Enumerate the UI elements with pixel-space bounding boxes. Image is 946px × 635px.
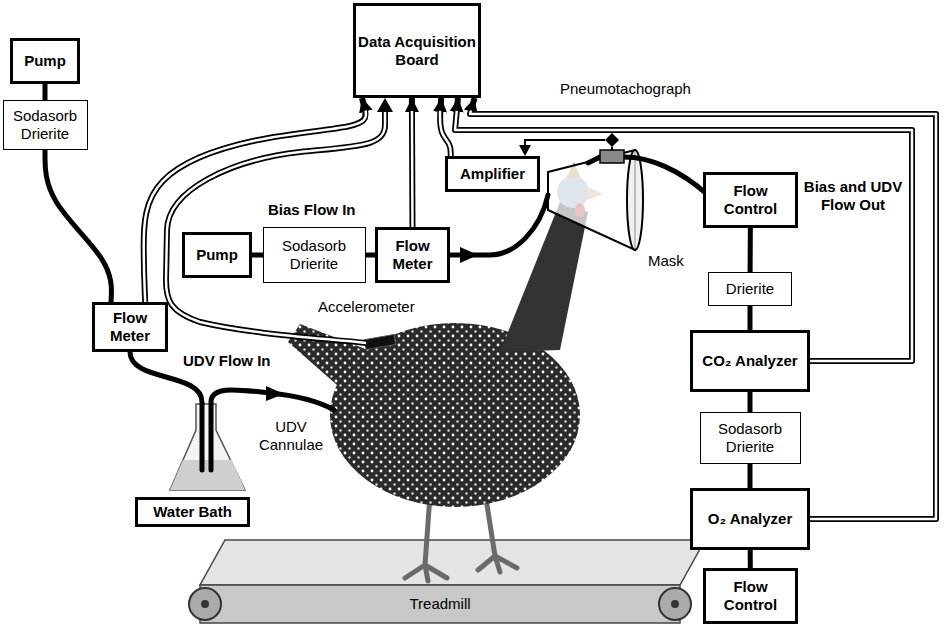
equipment-box: O₂ Analyzer: [690, 488, 810, 550]
box-text: Flow Meter: [378, 237, 447, 273]
equipment-box: Flow Meter: [92, 302, 168, 352]
gas-tube: [366, 255, 376, 256]
equipment-box: Data Acquisition Board: [353, 3, 481, 98]
tube-line: [748, 550, 753, 568]
wire-outline: [455, 98, 912, 361]
equipment-box: Flow Control: [703, 172, 798, 228]
pressure-transducer: [605, 133, 619, 147]
gas-tube: [750, 228, 751, 272]
tube-line: [252, 253, 263, 258]
annotation-label: Bias and UDV Flow Out: [798, 178, 908, 214]
equipment-box: Pump: [182, 232, 252, 278]
equipment-box: Water Bath: [135, 497, 250, 527]
box-text: Flow Meter: [95, 309, 165, 345]
wire-core: [144, 110, 366, 302]
tube-line: [748, 464, 753, 488]
wire-outline: [144, 98, 366, 302]
tubing: [130, 157, 708, 470]
signal-arrow: [519, 145, 531, 156]
annotation-label: UDV Cannulae: [250, 418, 332, 454]
signal-wire: [440, 98, 451, 156]
gas-tube: [750, 550, 751, 568]
tube-line: [748, 228, 753, 272]
equipment-box: Amplifier: [445, 156, 540, 192]
flask: [170, 404, 245, 490]
annotation-label: Bias Flow In: [268, 201, 356, 219]
box-text: Pump: [24, 52, 66, 70]
gas-tube: [45, 150, 111, 302]
guinea-fowl: [288, 162, 603, 581]
wire-outline: [440, 98, 451, 156]
tube-line: [748, 306, 753, 330]
equipment-box: Sodasorb Drierite: [3, 100, 88, 150]
box-text: Flow Control: [706, 182, 795, 218]
tube-line: [45, 150, 111, 302]
box-text: Water Bath: [153, 503, 232, 521]
box-text: Drierite: [726, 280, 774, 298]
gas-tube: [750, 306, 751, 330]
box-text: O₂ Analyzer: [708, 510, 792, 528]
wire-outline: [409, 98, 416, 227]
tube-line: [748, 392, 753, 412]
tube-line: [43, 84, 48, 100]
box-text: Sodasorb Drierite: [701, 420, 800, 456]
annotation-label: Pneumotachograph: [560, 80, 691, 98]
signal-wire: [411, 98, 413, 227]
annotation-label: Mask: [648, 252, 684, 270]
box-text: Data Acquisition Board: [356, 33, 478, 69]
equipment-box: Sodasorb Drierite: [700, 412, 801, 464]
annotation-label: UDV Flow In: [183, 352, 271, 370]
respiratory-mask: [548, 150, 643, 250]
signal-wire: [455, 98, 912, 361]
gas-tube: [750, 464, 751, 488]
box-text: CO₂ Analyzer: [702, 352, 797, 370]
box-text: Sodasorb Drierite: [264, 237, 365, 273]
accelerometer-device: [364, 334, 395, 349]
wire-core: [440, 111, 451, 156]
flow-arrow: [460, 247, 478, 263]
treadmill: [189, 540, 705, 623]
pneumotach-device: [600, 150, 624, 163]
wire-core: [411, 111, 414, 227]
equipment-box: Pump: [10, 38, 80, 84]
wire-core: [455, 111, 912, 361]
box-text: Flow Control: [706, 578, 795, 614]
signal-line: [525, 140, 605, 147]
annotation-label: Accelerometer: [318, 298, 415, 316]
equipment-box: Flow Control: [703, 568, 798, 624]
gas-tube: [45, 84, 46, 100]
equipment-box: Flow Meter: [375, 227, 450, 283]
equipment-box: Drierite: [708, 272, 792, 306]
box-text: Sodasorb Drierite: [4, 107, 87, 143]
tube-line: [366, 253, 376, 258]
gas-tube: [252, 255, 263, 256]
gas-tube: [750, 392, 751, 412]
annotation-label: Treadmill: [409, 595, 470, 613]
equipment-box: CO₂ Analyzer: [690, 330, 810, 392]
flow-arrow: [266, 386, 284, 401]
signal-wire: [144, 98, 366, 302]
box-text: Amplifier: [460, 165, 525, 183]
box-text: Pump: [196, 246, 238, 264]
equipment-box: Sodasorb Drierite: [263, 227, 366, 283]
